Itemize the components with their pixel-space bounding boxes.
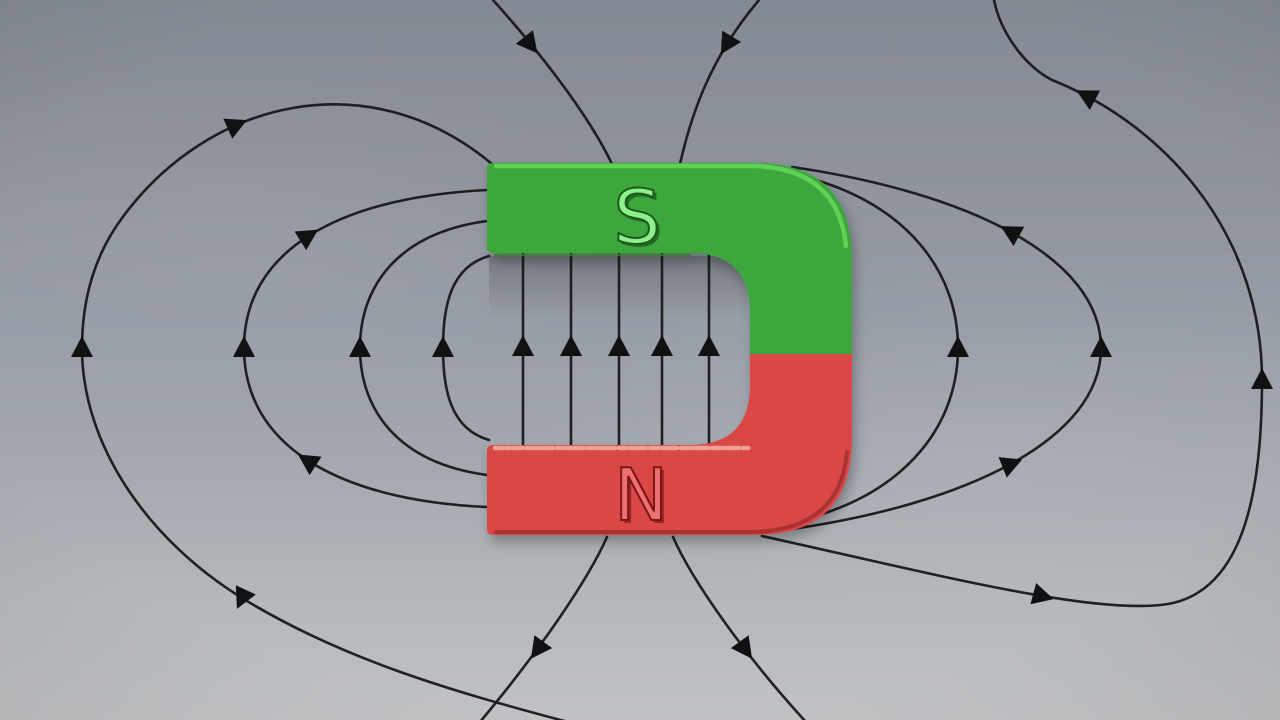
field-arrow-icon	[995, 216, 1025, 246]
horseshoe-magnet	[487, 163, 852, 535]
field-arrow-icon	[522, 635, 553, 666]
field-line-bottom-right	[671, 535, 806, 720]
north-pole-label: N	[614, 453, 668, 537]
field-arrow-icon	[608, 335, 630, 356]
field-line-top-right	[678, 0, 761, 166]
magnet-bottom-bevel	[494, 450, 849, 534]
field-arrow-icon	[711, 30, 742, 60]
field-line-left-loop-1	[441, 254, 491, 442]
field-arrow-icon	[226, 585, 256, 614]
field-arrow-icon	[233, 336, 255, 357]
south-pole-label-shadow: S	[616, 176, 664, 264]
magnet-top-highlight	[493, 163, 849, 249]
field-line-left-loop-2	[358, 219, 489, 477]
field-line-bottom-left	[479, 535, 609, 720]
field-arrow-icon	[294, 220, 325, 251]
field-arrow-icon	[291, 445, 322, 476]
field-arrow-icon	[651, 335, 673, 356]
field-direction-arrows	[71, 30, 1273, 666]
field-arrow-icon	[512, 335, 534, 356]
field-arrow-icon	[947, 336, 969, 357]
south-pole-label: S	[613, 173, 661, 261]
field-arrow-icon	[71, 336, 93, 357]
field-arrow-icon	[223, 110, 252, 139]
field-line-top-left	[491, 0, 614, 166]
field-arrow-icon	[730, 635, 761, 666]
field-arrow-icon	[1071, 80, 1101, 110]
magnet-south-arm	[487, 163, 852, 354]
field-arrow-icon	[998, 449, 1027, 478]
north-pole-label-shadow: N	[617, 456, 671, 540]
field-arrow-icon	[349, 336, 371, 357]
field-arrow-icon	[698, 335, 720, 356]
magnet-north-arm	[487, 354, 852, 535]
field-arrow-icon	[1090, 336, 1112, 357]
field-arrow-icon	[1251, 368, 1273, 389]
field-lines	[80, 0, 1264, 720]
field-arrow-icon	[432, 336, 454, 357]
field-arrow-icon	[560, 335, 582, 356]
